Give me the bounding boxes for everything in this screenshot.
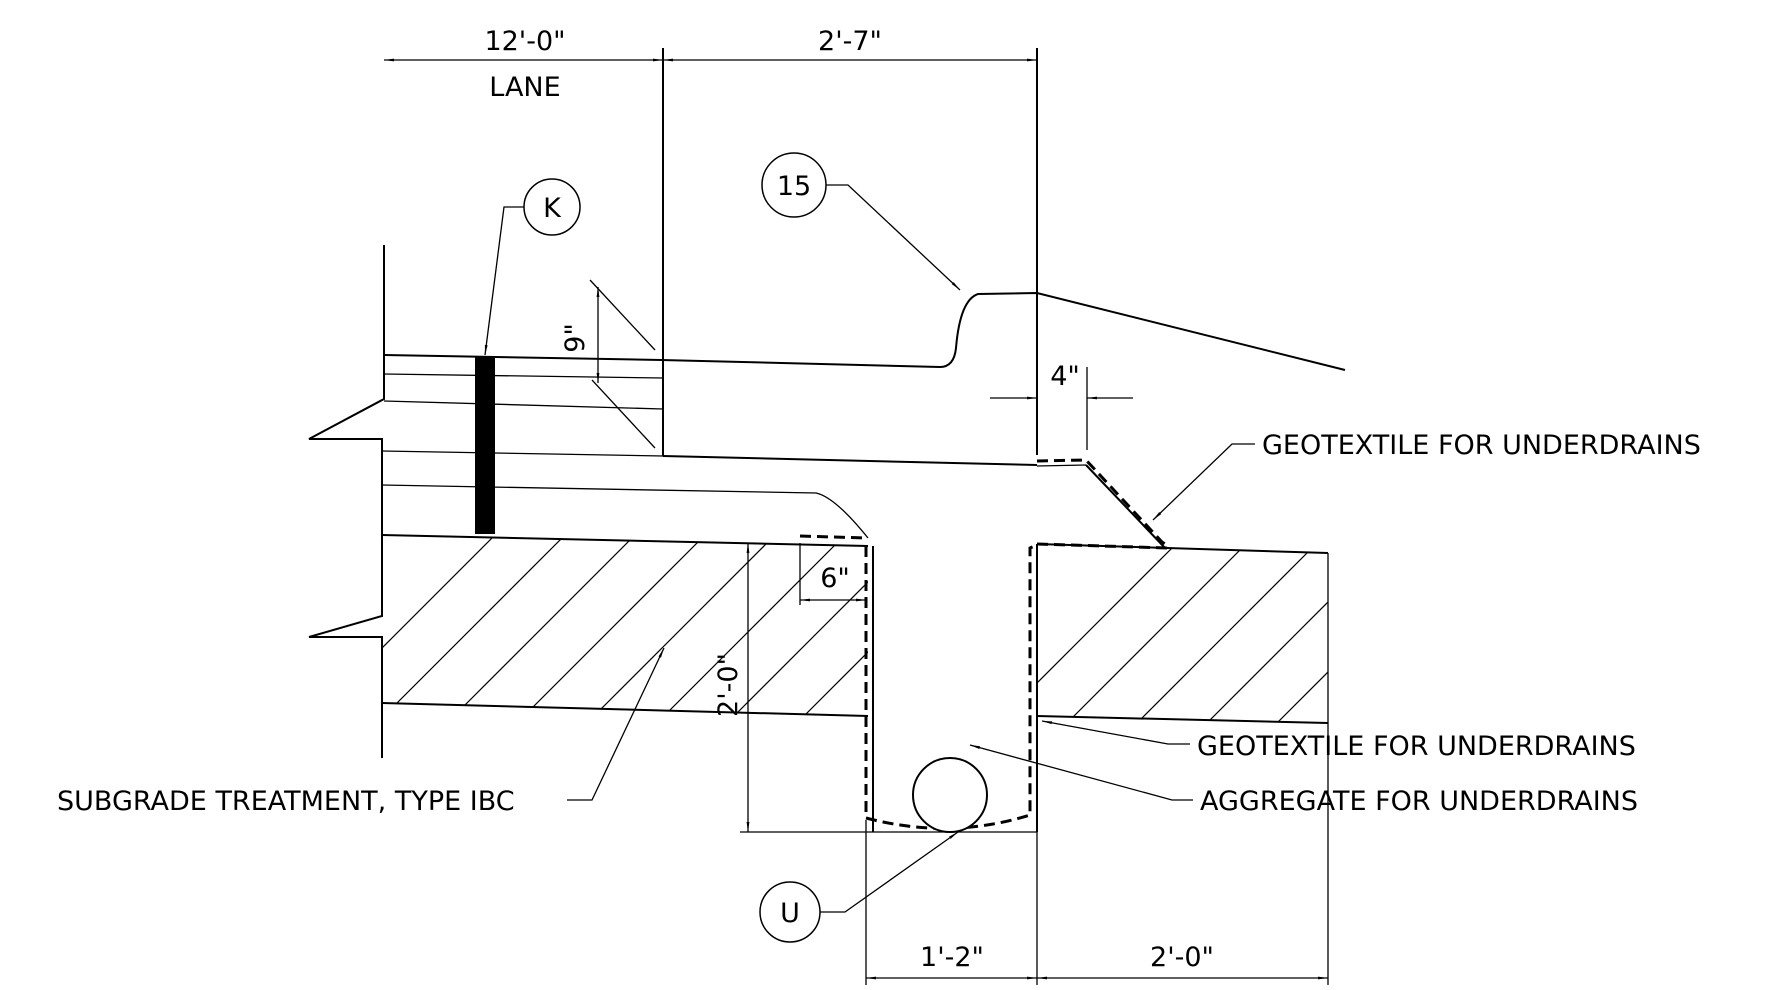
subgrade-bottom-right [1036,715,1329,724]
callout-u-leader [820,831,959,913]
note-aggregate: AGGREGATE FOR UNDERDRAINS [1200,786,1638,817]
note-geotextile-upper: GEOTEXTILE FOR UNDERDRAINS [1262,430,1701,461]
underdrain-trench [799,458,1169,833]
callout-15-leader [826,184,961,291]
dim-curb-height: 9" [560,323,591,353]
dim-trench-width: 1'-2" [920,942,984,973]
slope-line-upper [589,279,656,351]
left-break-line [308,245,385,758]
note-geotextile-lower: GEOTEXTILE FOR UNDERDRAINS [1197,731,1636,762]
dim-lane-label: LANE [489,72,560,103]
notes: GEOTEXTILE FOR UNDERDRAINS GEOTEXTILE FO… [57,430,1701,817]
pavement-structure [308,48,1346,758]
joint-filler-bar [475,357,495,534]
callout-k-label: K [543,193,562,224]
dimensions: 12'-0" LANE 2'-7" 9" 4" 6" 2'-0" 1'-2" 2… [384,26,1329,985]
leader-geotextile-lower [1041,720,1190,745]
dim-lane-width: 12'-0" [484,26,565,57]
layer-line-1 [383,373,664,379]
dim-offset-4: 4" [1050,361,1080,392]
base-bottom-line [662,455,1038,466]
callout-15-label: 15 [777,171,811,202]
geotextile-left-lap [799,534,867,540]
subgrade-top-right [1036,543,1329,554]
subbase-line-1 [381,450,664,457]
callout-k-leader [484,206,524,356]
pavement-surface [383,291,1346,371]
subgrade-treatment [309,534,1329,724]
drain-slope-top [1036,464,1087,467]
callouts: K 15 U [484,152,961,943]
note-subgrade: SUBGRADE TREATMENT, TYPE IBC [57,786,515,817]
subgrade-hatch-left [309,535,868,716]
subgrade-hatch-right [1037,544,1328,723]
callout-u-label: U [780,898,800,929]
subgrade-bottom-left [381,702,869,717]
underdrain-pipe [912,757,988,833]
dim-offset-6: 6" [820,563,850,594]
subbase-line-2 [381,484,869,539]
geotextile-top-cap [1036,542,1169,550]
dim-treatment-extension: 2'-0" [1150,942,1214,973]
geotextile-upper-slope [1036,458,1169,548]
slope-line-lower [591,379,656,449]
dim-shoulder-width: 2'-7" [818,26,882,57]
drain-slope-line [1085,464,1166,549]
leader-subgrade [567,647,665,801]
subgrade-top-left [381,534,869,547]
leader-aggregate [969,744,1193,801]
layer-line-2 [383,400,664,410]
leader-geotextile-upper [1152,443,1255,521]
dim-trench-depth: 2'-0" [713,653,744,717]
